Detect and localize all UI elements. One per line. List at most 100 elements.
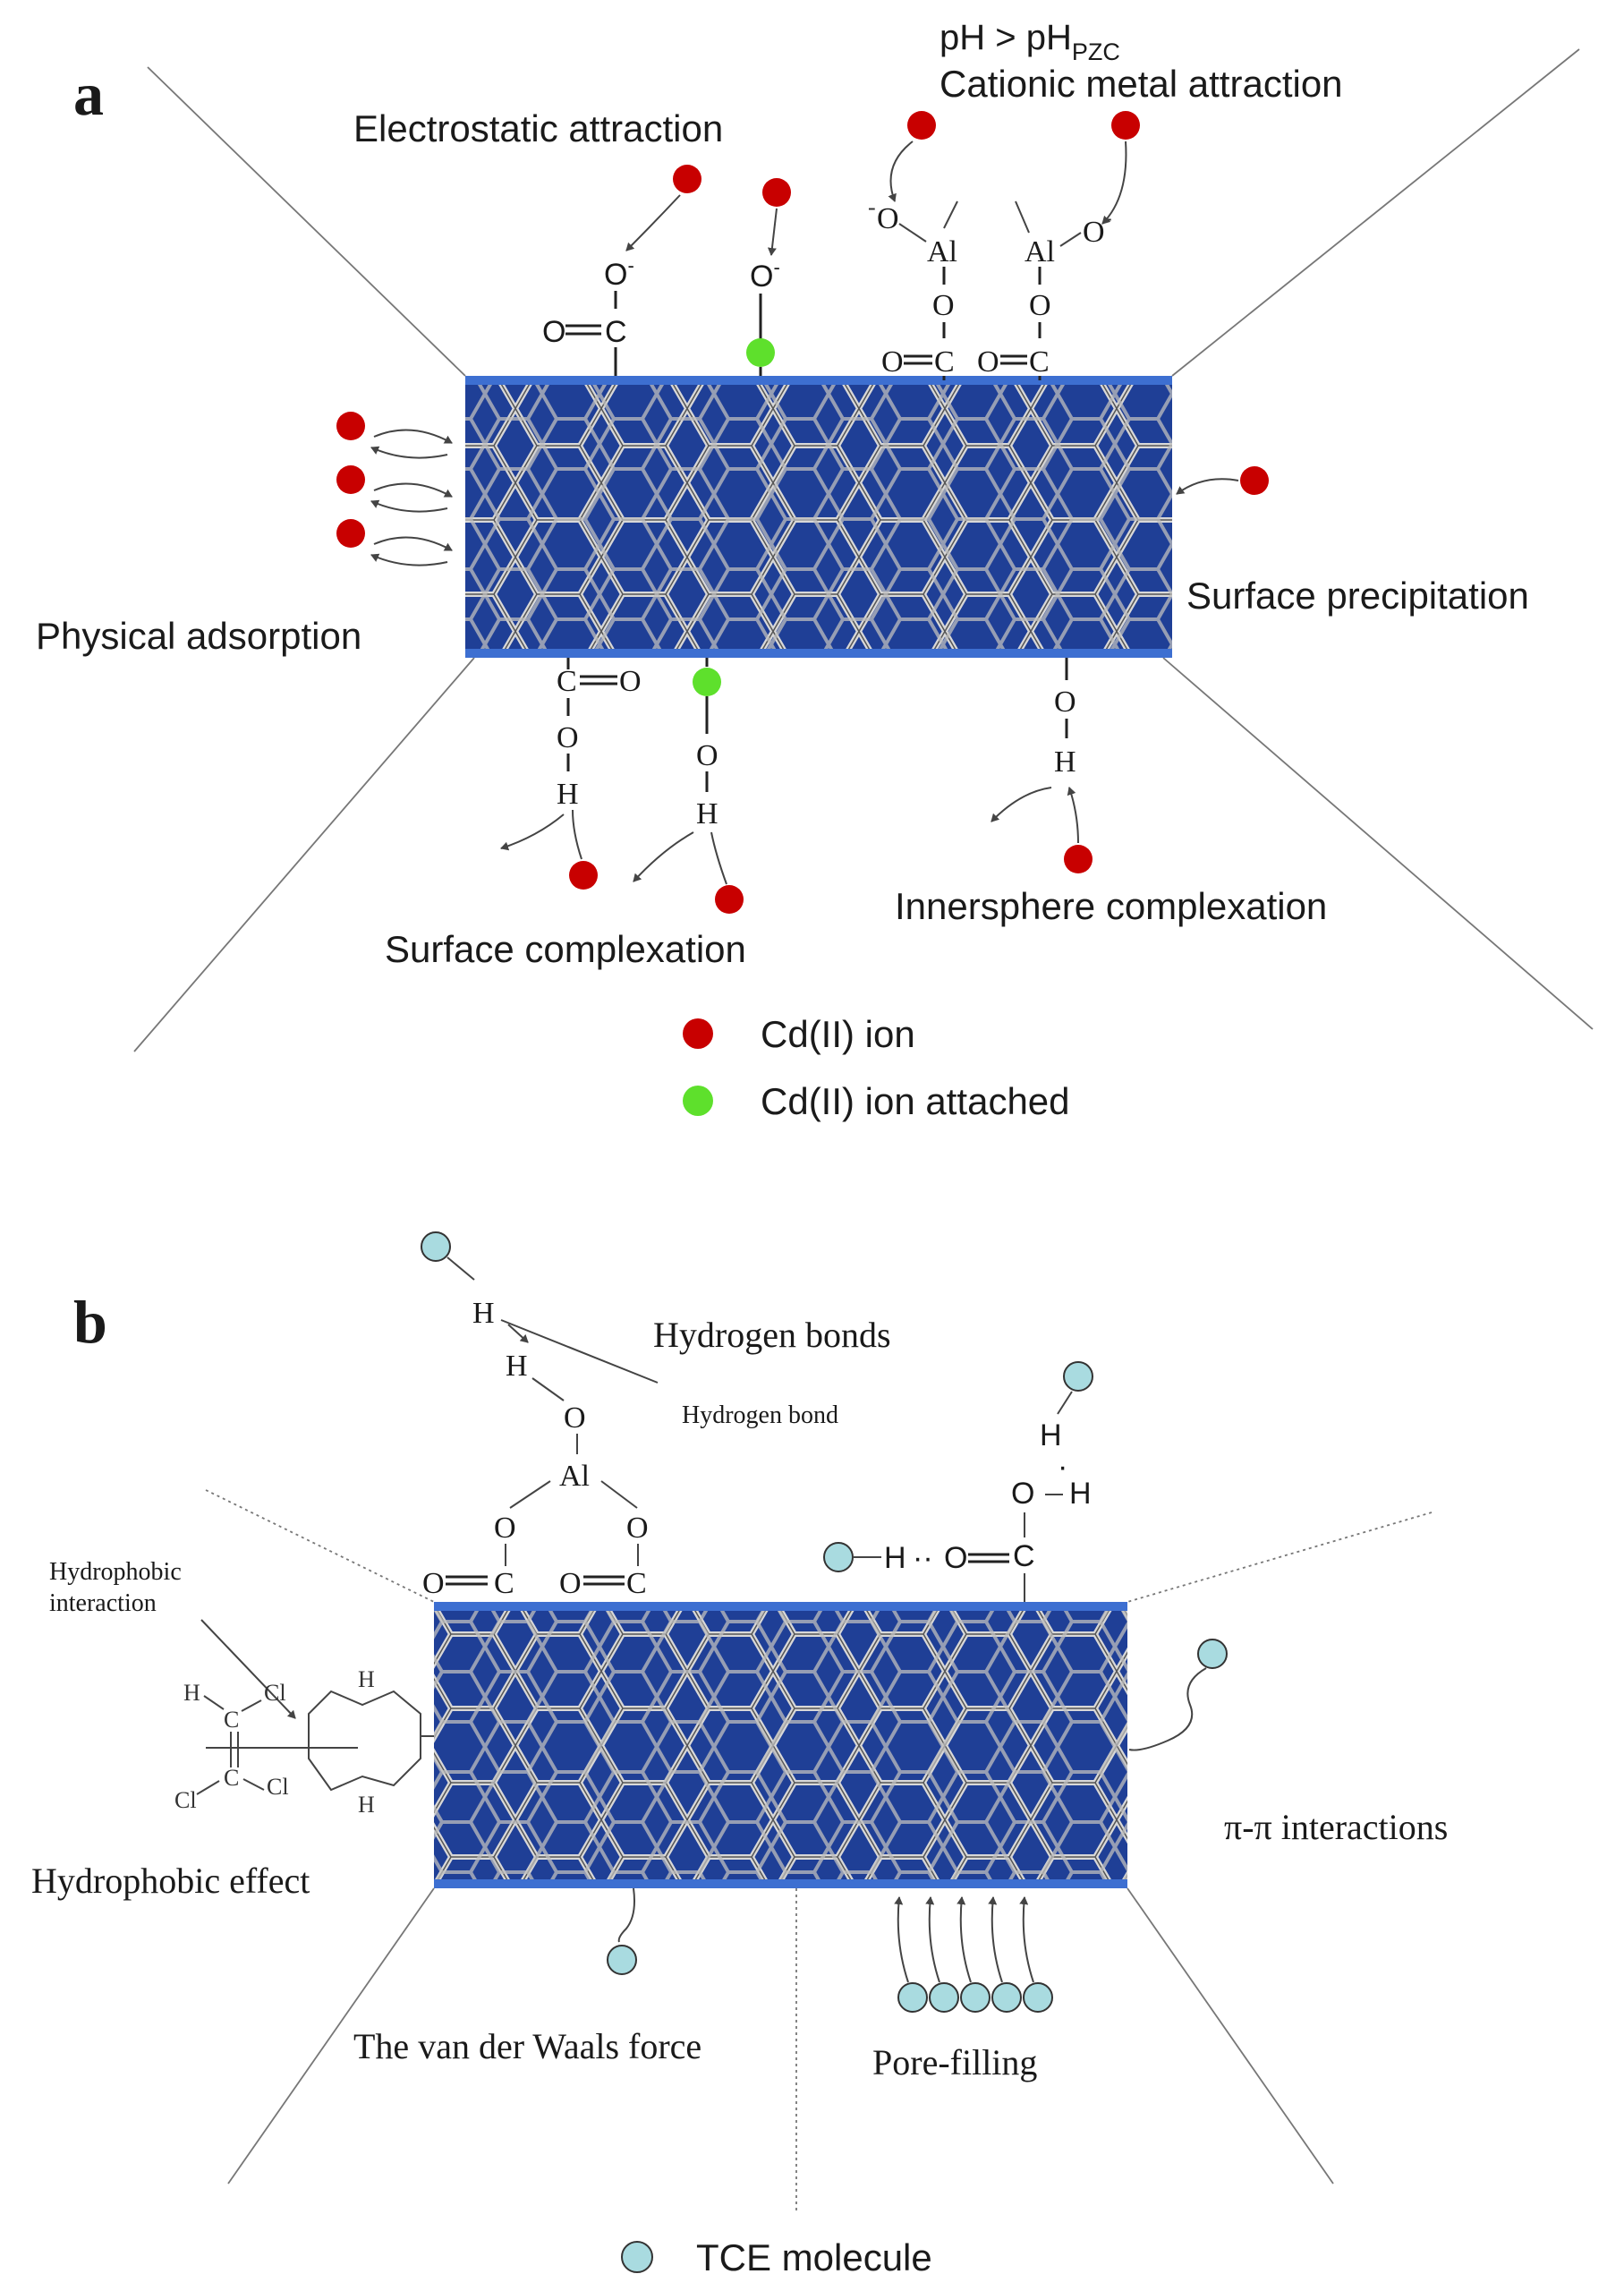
svg-text:H: H bbox=[472, 1297, 495, 1330]
svg-text:C: C bbox=[626, 1567, 647, 1600]
cd-ion bbox=[1111, 111, 1140, 140]
panel-b-letter: b bbox=[73, 1288, 107, 1356]
nanotube-b bbox=[434, 1602, 1127, 1888]
legend-cd-ion-attached-label: Cd(II) ion attached bbox=[761, 1080, 1070, 1122]
svg-text:O: O bbox=[977, 345, 999, 379]
svg-text:O: O bbox=[881, 345, 904, 379]
svg-text:O: O bbox=[944, 1541, 967, 1575]
pore-filling-molecules bbox=[894, 1896, 1053, 2013]
svg-text:O: O bbox=[494, 1512, 516, 1545]
van-der-waals-label: The van der Waals force bbox=[353, 2026, 701, 2066]
svg-text:O: O bbox=[932, 289, 955, 322]
svg-text:O: O bbox=[626, 1512, 649, 1545]
svg-text:Al: Al bbox=[559, 1460, 590, 1493]
hydroxyl-anion-group: O- bbox=[746, 256, 780, 376]
cd-ion bbox=[673, 165, 701, 193]
svg-text:Cl: Cl bbox=[264, 1680, 286, 1706]
legend-tce-label: TCE molecule bbox=[696, 2236, 932, 2278]
innersphere-hydroxyl-group: O H bbox=[1054, 658, 1076, 779]
cd-ion bbox=[715, 885, 744, 914]
legend-cd-ion-label: Cd(II) ion bbox=[761, 1013, 915, 1055]
svg-text:C: C bbox=[224, 1765, 239, 1791]
cd-ion bbox=[569, 861, 598, 890]
svg-text:C: C bbox=[1013, 1539, 1035, 1573]
tce-molecule-structure: H C Cl C Cl Cl H H bbox=[174, 1619, 434, 1818]
svg-text:O: O bbox=[1029, 289, 1051, 322]
aluminum-complex-1: O - Al O O C bbox=[868, 194, 958, 380]
svg-text:H: H bbox=[506, 1350, 528, 1383]
innersphere-complexation-label: Innersphere complexation bbox=[895, 885, 1327, 927]
panel-b-guide-lines bbox=[205, 1489, 1433, 2210]
svg-text:C: C bbox=[934, 345, 955, 379]
svg-text:H: H bbox=[884, 1541, 906, 1575]
svg-text:H: H bbox=[1069, 1477, 1092, 1511]
svg-text:O: O bbox=[564, 1401, 586, 1435]
nanotube-a bbox=[465, 376, 1172, 658]
cd-ion bbox=[1240, 466, 1269, 495]
legend-a: Cd(II) ion Cd(II) ion attached bbox=[683, 1013, 1070, 1122]
aluminum-complex-2: O - Al O O C bbox=[977, 200, 1112, 380]
legend-b: TCE molecule bbox=[621, 2236, 932, 2278]
hydroxyl-group-attached: O H bbox=[693, 658, 721, 830]
cd-ion-attached bbox=[746, 338, 775, 367]
svg-text:O-: O- bbox=[604, 254, 634, 292]
carboxylate-group: O- O C bbox=[542, 254, 634, 376]
svg-text:O: O bbox=[696, 739, 718, 772]
svg-text:O: O bbox=[1011, 1477, 1034, 1511]
electrostatic-attraction-label: Electrostatic attraction bbox=[353, 107, 723, 149]
svg-text:O: O bbox=[557, 721, 579, 754]
carboxylic-acid-group: C O O H bbox=[557, 658, 642, 811]
svg-text:··: ·· bbox=[913, 1541, 933, 1575]
legend-cd-ion-attached-swatch bbox=[683, 1086, 713, 1116]
svg-text:O: O bbox=[1083, 216, 1105, 249]
svg-text:H: H bbox=[696, 797, 718, 830]
svg-text:C: C bbox=[605, 315, 627, 349]
svg-text:C: C bbox=[494, 1567, 514, 1600]
carboxyl-hydrogen-bond-group: H · H O C H ·· O bbox=[823, 1361, 1093, 1602]
physical-adsorption-label: Physical adsorption bbox=[36, 615, 361, 657]
svg-text:O: O bbox=[542, 315, 565, 349]
svg-text:H: H bbox=[1054, 745, 1076, 779]
svg-text:Cl: Cl bbox=[267, 1774, 289, 1800]
svg-text:O: O bbox=[1054, 686, 1076, 719]
physical-adsorption-ions bbox=[336, 412, 453, 566]
surface-complexation-label: Surface complexation bbox=[385, 928, 746, 970]
hydrophobic-effect-label: Hydrophobic effect bbox=[31, 1861, 310, 1901]
aluminum-hydroxide-complex: H H O Al O O C O O C bbox=[421, 1231, 659, 1600]
pi-pi-interactions-label: π-π interactions bbox=[1224, 1807, 1448, 1847]
tce-molecule bbox=[823, 1542, 854, 1572]
svg-text:O: O bbox=[422, 1567, 445, 1600]
svg-text:Cl: Cl bbox=[174, 1787, 197, 1813]
panel-a-guide-lines bbox=[133, 48, 1594, 1052]
svg-text:H: H bbox=[358, 1666, 375, 1692]
hydrogen-bonds-label: Hydrogen bonds bbox=[653, 1315, 891, 1355]
svg-text:C: C bbox=[557, 665, 577, 698]
cd-ion bbox=[1064, 845, 1093, 873]
hydrophobic-interaction-label-line1: Hydrophobic bbox=[49, 1558, 182, 1586]
panel-a-letter: a bbox=[73, 60, 104, 128]
svg-text:-: - bbox=[868, 194, 876, 220]
cationic-metal-attraction-label: Cationic metal attraction bbox=[940, 63, 1343, 105]
legend-tce-swatch bbox=[621, 2241, 653, 2273]
svg-text:H: H bbox=[1040, 1418, 1062, 1452]
svg-text:Al: Al bbox=[1025, 235, 1055, 268]
svg-text:·: · bbox=[1058, 1450, 1067, 1484]
tce-molecule bbox=[421, 1231, 451, 1262]
svg-text:O: O bbox=[877, 202, 899, 235]
panel-b: b H H O Al bbox=[31, 1231, 1448, 2278]
hydrophobic-interaction-label-line2: interaction bbox=[49, 1589, 157, 1617]
tce-molecule bbox=[607, 1945, 637, 1975]
svg-text:O: O bbox=[559, 1567, 582, 1600]
svg-text:C: C bbox=[224, 1707, 239, 1733]
svg-text:C: C bbox=[1029, 345, 1050, 379]
svg-text:Al: Al bbox=[927, 235, 957, 268]
svg-text:O: O bbox=[619, 665, 642, 698]
van-der-waals-connector bbox=[617, 1887, 635, 1943]
pore-filling-label: Pore-filling bbox=[872, 2042, 1037, 2082]
cd-ion bbox=[907, 111, 936, 140]
svg-text:H: H bbox=[557, 778, 579, 811]
svg-text:O-: O- bbox=[750, 256, 780, 294]
svg-text:H: H bbox=[183, 1680, 200, 1706]
ph-condition-label: pH > pHPZC bbox=[940, 18, 1120, 65]
